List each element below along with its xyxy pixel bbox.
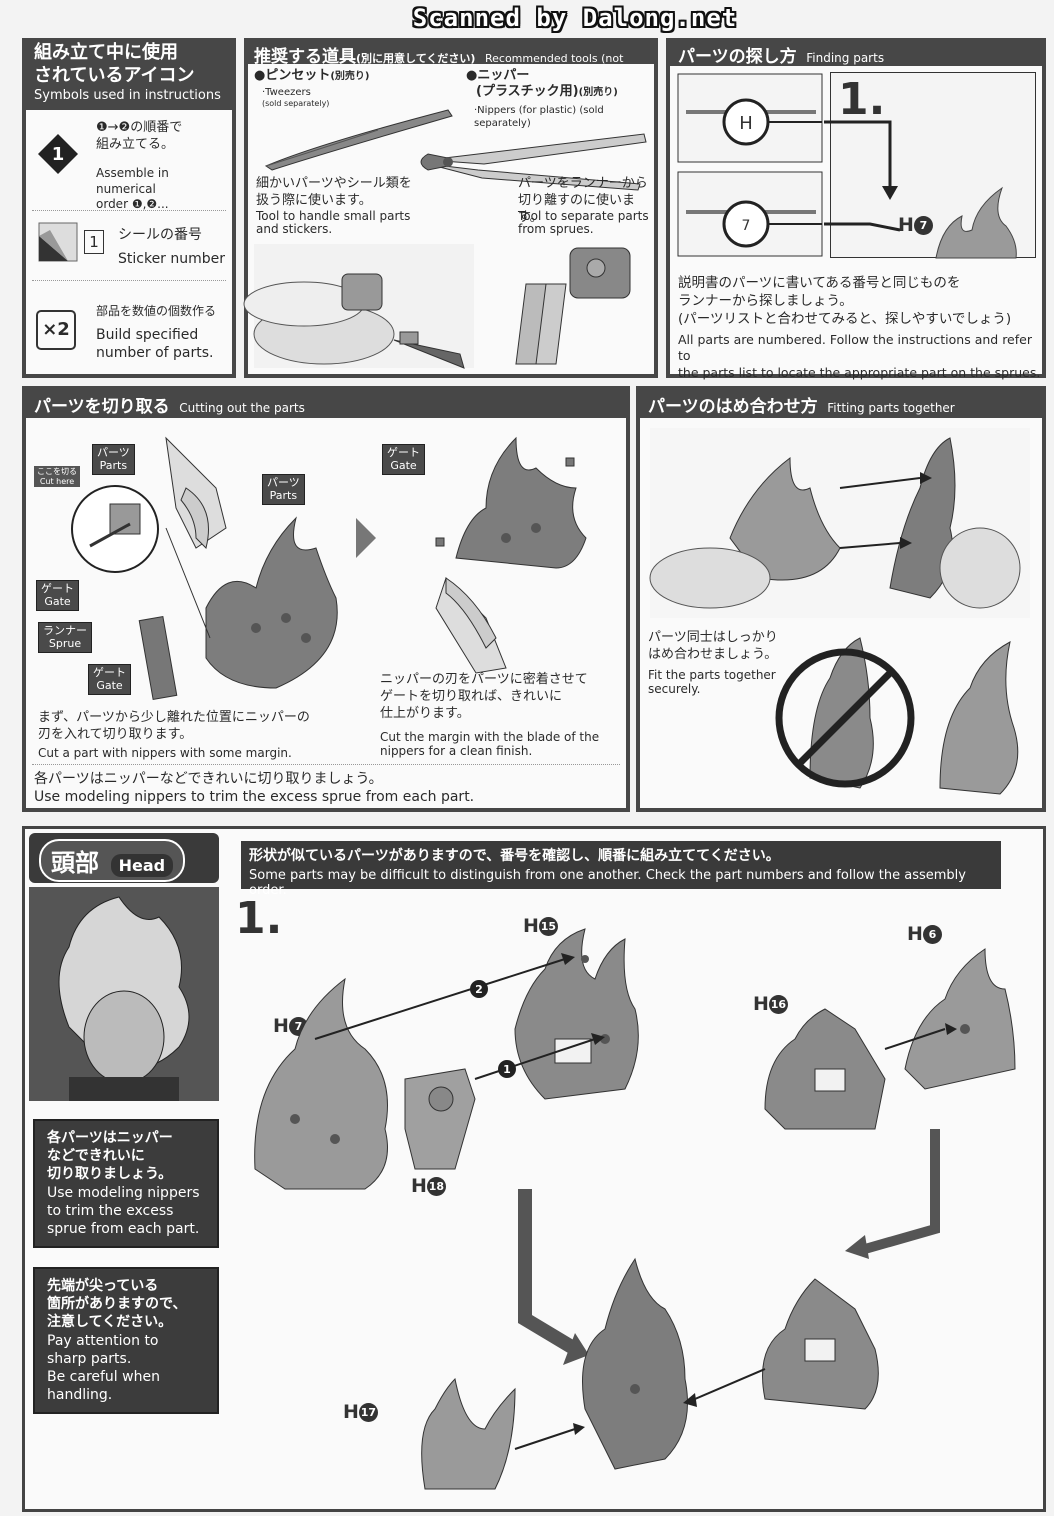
head-step-number: 1. (235, 893, 283, 944)
sticker-en: Sticker number (118, 251, 226, 267)
fitting-illustration (649, 428, 1030, 618)
nippers-illustration (420, 133, 647, 191)
finding-desc-jp: 説明書のパーツに書いてある番号と同じものを ランナーから探しましょう。 (パーツ… (678, 275, 1012, 328)
tweezers-illustration (264, 109, 453, 171)
svg-text:2: 2 (475, 983, 483, 996)
side-note-sharp: 先端が尖っている 箇所がありますので、 注意してください。 Pay attent… (33, 1267, 219, 1415)
tweezers-usage-illustration (243, 244, 474, 369)
tweezers-desc-en: Tool to handle small parts and stickers. (256, 209, 411, 237)
cutting-desc1-jp: まず、パーツから少し離れた位置にニッパーの 刃を入れて切り取ります。 (38, 710, 310, 742)
finding-arrow (824, 120, 901, 232)
sticker-icon (38, 222, 78, 262)
tweezers-label: ●ピンセット(別売り) (254, 68, 370, 83)
nippers-label: ●ニッパー (プラスチック用)(別売り) (466, 68, 618, 99)
fitting-panel: パーツのはめ合わせ方 Fitting parts together パーツ同士は… (636, 386, 1046, 812)
scan-watermark: Scanned by Dalong.net (412, 4, 738, 32)
row-divider (32, 210, 226, 211)
cutting-illustration-2 (435, 436, 587, 674)
cut-here-label: ここを切る Cut here (34, 466, 80, 488)
svg-text:1: 1 (52, 144, 65, 165)
fitting-title: パーツのはめ合わせ方 Fitting parts together (648, 397, 955, 417)
cutting-panel: パーツを切り取る Cutting out the parts ここを切る Cut… (22, 386, 630, 812)
side-note-cutting: 各パーツはニッパー などできれいに 切り取りましょう。 Use modeling… (33, 1119, 219, 1249)
parts-label-left: パーツ Parts (92, 444, 135, 476)
fitting-desc-en: Fit the parts together securely. (648, 668, 776, 697)
head-notice-bar: 形状が似ているパーツがありますので、番号を確認し、順番に組み立ててください。 S… (241, 841, 1001, 898)
incorrect-fit-illustration (775, 637, 915, 789)
tweezers-desc-jp: 細かいパーツやシール類を 扱う際に使います。 (256, 176, 412, 208)
tools-panel: 推奨する道具(別に用意してください) Recommended tools (no… (243, 38, 658, 378)
finding-desc-en: All parts are numbered. Follow the instr… (678, 332, 1041, 380)
finding-title: パーツの探し方 Finding parts (678, 47, 885, 67)
assemble-jp: ❶→❷の順番で 組み立てる。 (96, 120, 183, 152)
nippers-usage-illustration (515, 247, 631, 365)
svg-text:7: 7 (742, 218, 751, 234)
head-title-tab: 頭部 Head (29, 833, 219, 883)
nippers-desc-jp: パーツをランナーから 切り離すのに使います。 (518, 176, 648, 225)
assembly-diagram: 1 2 (254, 928, 1016, 1490)
nippers-desc-en: Tool to separate parts from sprues. (518, 209, 649, 237)
head-title-badge: 頭部 Head (39, 839, 186, 882)
cutting-title: パーツを切り取る Cutting out the parts (34, 397, 305, 417)
cutting-footer-jp: 各パーツはニッパーなどできれいに切り取りましょう。 (34, 771, 383, 787)
icons-panel: 組み立て中に使用 されているアイコン Symbols used in instr… (22, 38, 236, 378)
nippers-en: ·Nippers (for plastic) (sold separately) (474, 105, 604, 129)
head-portrait (29, 887, 219, 1101)
gate-label-2: ゲート Gate (88, 664, 131, 696)
svg-text:1: 1 (503, 1063, 511, 1076)
fitting-content: パーツ同士はしっかり はめ合わせましょう。 Fit the parts toge… (640, 418, 1042, 808)
cutting-step-arrow (356, 518, 376, 558)
sticker-number-box: 1 (84, 230, 104, 254)
finding-panel: パーツの探し方 Finding parts H 7 1. (666, 38, 1046, 380)
parts-label-right: パーツ Parts (262, 474, 305, 506)
gate-label-1: ゲート Gate (36, 580, 79, 612)
icons-list: 1 ❶→❷の順番で 組み立てる。 Assemble in numerical o… (26, 110, 232, 374)
cutting-desc1-en: Cut a part with nippers with some margin… (38, 746, 292, 760)
zoom-circle-illustration (71, 485, 159, 573)
sticker-jp: シールの番号 (118, 227, 202, 243)
cutting-illustration-1 (138, 436, 338, 701)
build-count-icon: ×2 (36, 310, 76, 350)
cutting-footer-en: Use modeling nippers to trim the excess … (34, 789, 475, 805)
assemble-en: Assemble in numerical order ❶,❷... (96, 166, 169, 212)
row-divider (32, 280, 226, 281)
assemble-order-icon: 1 (38, 134, 78, 174)
cutting-desc2-en: Cut the margin with the blade of the nip… (380, 730, 600, 759)
cutting-footer-divider (32, 764, 620, 765)
runner-illustration: H 7 (677, 73, 823, 257)
head-section: 頭部 Head 形状が似ているパーツがありますので、番号を確認し、順番に組み立て… (22, 826, 1046, 1512)
correct-fit-illustration (939, 641, 1019, 795)
icons-title: 組み立て中に使用 されているアイコン (34, 42, 195, 86)
svg-text:H: H (739, 113, 753, 134)
cutting-content: ここを切る Cut here パーツ Parts パーツ Parts ゲート G… (26, 418, 626, 808)
icons-title-en: Symbols used in instructions (34, 88, 221, 103)
cutting-desc2-jp: ニッパーの刃をパーツに密着させて ゲートを切り取れば、きれいに 仕上がります。 (380, 672, 588, 721)
hair-part-illustration (935, 186, 1017, 259)
build-jp: 部品を数値の個数作る (96, 304, 217, 318)
build-en: Build specified number of parts. (96, 327, 214, 362)
gate-label-3: ゲート Gate (382, 444, 425, 476)
tools-content: ●ピンセット(別売り) ·Tweezers (sold separately) … (243, 64, 654, 374)
fitting-desc-jp: パーツ同士はしっかり はめ合わせましょう。 (648, 630, 778, 662)
tweezers-en: ·Tweezers (sold separately) (262, 87, 330, 108)
runner-label: ランナー Sprue (38, 622, 92, 654)
finding-step-number: 1. (838, 74, 886, 125)
